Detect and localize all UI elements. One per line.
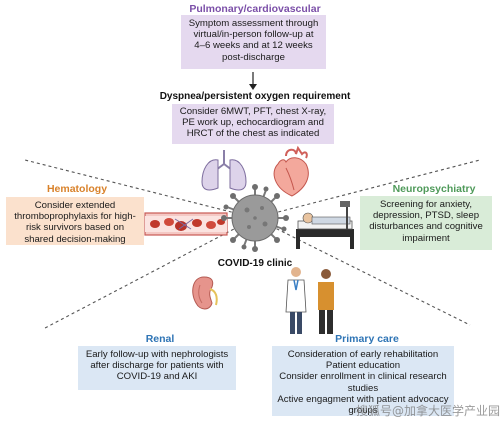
doctor-patient-icon: [285, 267, 334, 334]
kidney-icon: [192, 276, 218, 310]
spoke-upper-right: [254, 159, 481, 219]
primary-care-box: Consideration of early rehabilitation Pa…: [272, 346, 454, 416]
primary-care-title: Primary care: [335, 333, 399, 345]
down-arrow: [249, 72, 257, 90]
patient-bed-icon: [296, 201, 354, 249]
watermark-text: 搜狐号@加拿大医学产业园: [355, 404, 500, 418]
renal-title: Renal: [145, 333, 175, 345]
heart-icon: [273, 145, 309, 197]
primary-care-line: Patient education: [325, 360, 401, 372]
hematology-title: Hematology: [46, 183, 108, 195]
renal-box: Early follow-up with nephrologists after…: [78, 346, 236, 390]
lungs-icon: [201, 150, 247, 191]
primary-care-line: Consideration of early rehabilitation: [287, 349, 439, 360]
dashed-spokes: [24, 159, 481, 329]
virus-icon: [221, 184, 289, 252]
hematology-box: Consider extended thromboprophylaxis for…: [6, 197, 144, 245]
pulmonary-title: Pulmonary/cardiovascular: [189, 3, 321, 15]
spoke-lower-right: [254, 217, 471, 326]
primary-care-line: Consider enrollment in clinical research…: [279, 371, 447, 394]
dyspnea-box: Consider 6MWT, PFT, chest X-ray, PE work…: [172, 104, 334, 144]
followup-box: Symptom assessment through virtual/in-pe…: [181, 15, 326, 69]
neuropsychiatry-title: Neuropsychiatry: [392, 183, 476, 195]
neuropsychiatry-box: Screening for anxiety, depression, PTSD,…: [360, 196, 492, 250]
primary-care-line: Active engagment with patient advocacy g…: [277, 393, 449, 417]
covid-clinic-label: COVID-19 clinic: [217, 258, 293, 269]
dyspnea-title: Dyspnea/persistent oxygen requirement: [159, 91, 351, 102]
blood-vessel-icon: [144, 212, 228, 236]
